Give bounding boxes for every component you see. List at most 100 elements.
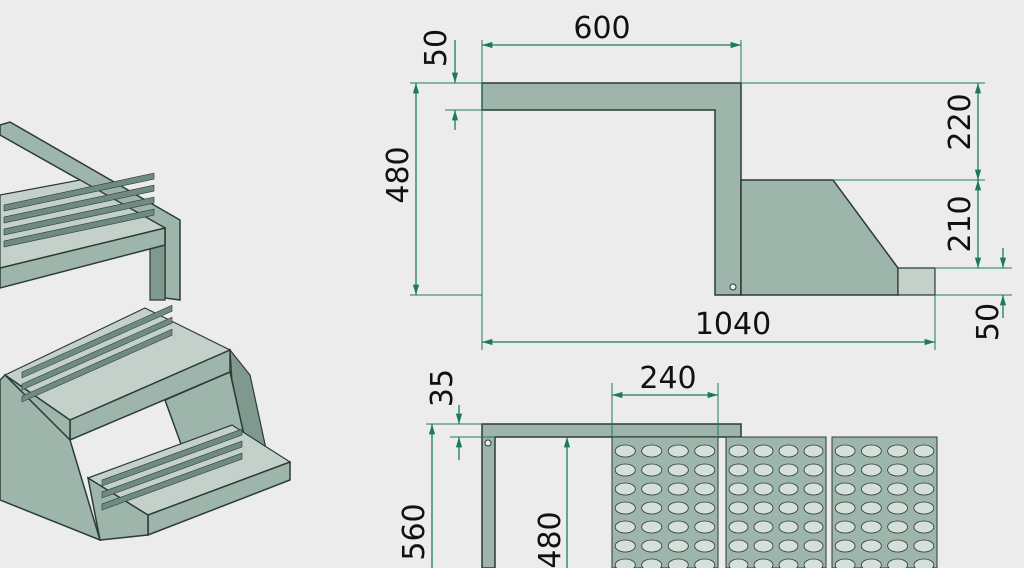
- grating-hole: [803, 501, 824, 515]
- grating-hole: [641, 539, 663, 553]
- dim-outer-width: 560: [397, 503, 432, 560]
- grating-hole: [803, 463, 824, 477]
- grating-hole: [803, 482, 824, 496]
- grating-hole: [753, 501, 774, 515]
- dim-middle-step: 210: [943, 195, 978, 252]
- grating-hole: [861, 501, 882, 515]
- grating-hole: [694, 520, 716, 534]
- grating-hole: [913, 501, 935, 515]
- grating-hole: [614, 463, 636, 477]
- grating-hole: [778, 444, 799, 458]
- dim-total-height: 480: [381, 146, 416, 203]
- grating-hole: [803, 520, 824, 534]
- dim-frame-offset: 35: [425, 369, 460, 407]
- grating-hole: [728, 463, 749, 477]
- grating-hole: [614, 444, 636, 458]
- middle-step-profile: [740, 179, 899, 296]
- grating-hole: [913, 482, 935, 496]
- grating-hole: [778, 482, 799, 496]
- grating-hole: [778, 520, 799, 534]
- grating-hole: [913, 520, 935, 534]
- grating-hole: [614, 539, 636, 553]
- grating-hole: [778, 539, 799, 553]
- dim-upper-step: 220: [943, 93, 978, 150]
- grating-hole: [834, 482, 856, 496]
- grating-hole: [641, 463, 663, 477]
- grating-hole: [834, 558, 856, 568]
- grating-hole: [778, 463, 799, 477]
- isometric-stair-view: [0, 121, 292, 542]
- grating-hole: [834, 501, 856, 515]
- grating-hole: [667, 501, 689, 515]
- grating-hole: [667, 463, 689, 477]
- grating-hole: [641, 444, 663, 458]
- grating-hole: [887, 558, 908, 568]
- grating-hole: [641, 501, 663, 515]
- grating-hole: [861, 539, 882, 553]
- grating-hole: [614, 558, 636, 568]
- top-platform-profile: [481, 82, 742, 296]
- grating-hole: [834, 444, 856, 458]
- grating-hole: [753, 463, 774, 477]
- grating-hole: [803, 558, 824, 568]
- grating-hole: [753, 558, 774, 568]
- grating-hole: [887, 501, 909, 515]
- grating-hole: [887, 520, 909, 534]
- grating-hole: [861, 520, 882, 534]
- grating-hole: [667, 520, 689, 534]
- grating-hole: [861, 463, 882, 477]
- grating-hole: [834, 539, 856, 553]
- grating-hole: [614, 501, 636, 515]
- dim-inner-width: 480: [533, 511, 568, 568]
- grating-hole: [778, 501, 799, 515]
- grating-hole: [753, 482, 774, 496]
- dim-total-length: 1040: [695, 307, 771, 342]
- top-step-front: [0, 227, 166, 289]
- grating-hole: [694, 501, 716, 515]
- grating-hole: [887, 482, 909, 496]
- grating-hole: [913, 463, 935, 477]
- top-view: 240 35 560 480: [397, 361, 938, 568]
- grating-hole: [861, 558, 882, 568]
- grating-hole: [614, 520, 636, 534]
- grating-hole: [667, 558, 689, 568]
- grating-hole: [887, 539, 909, 553]
- grating-hole: [834, 520, 856, 534]
- frame-hole-icon: [484, 439, 492, 447]
- grating-hole: [913, 539, 935, 553]
- grating-hole: [667, 482, 689, 496]
- grating-hole: [778, 558, 799, 568]
- grating-hole: [861, 444, 882, 458]
- grating-hole: [913, 444, 935, 458]
- dim-tread-depth: 240: [639, 361, 696, 396]
- grating-hole: [728, 539, 749, 553]
- dim-bottom-step: 50: [971, 303, 1006, 341]
- grating-hole: [753, 444, 774, 458]
- grating-hole: [753, 520, 774, 534]
- bottom-step-profile: [897, 267, 936, 296]
- grating-hole: [694, 444, 716, 458]
- mount-hole-icon: [729, 283, 737, 291]
- grating-hole: [614, 482, 636, 496]
- grating-hole: [728, 501, 749, 515]
- grating-hole: [728, 482, 749, 496]
- grating-panels: [611, 436, 938, 568]
- grating-hole: [641, 482, 663, 496]
- grating-hole: [803, 444, 824, 458]
- dim-top-width: 600: [573, 11, 630, 46]
- grating-hole: [667, 539, 689, 553]
- grating-hole: [641, 558, 663, 568]
- grating-hole: [913, 558, 935, 568]
- grating-hole: [887, 463, 909, 477]
- grating-hole: [803, 539, 824, 553]
- grating-hole: [753, 539, 774, 553]
- grating-hole: [861, 482, 882, 496]
- grating-hole: [641, 520, 663, 534]
- grating-hole: [834, 463, 856, 477]
- grating-hole: [728, 558, 749, 568]
- grating-hole: [728, 444, 749, 458]
- side-stringer: [0, 373, 102, 542]
- grating-hole: [694, 463, 716, 477]
- grating-hole: [694, 482, 716, 496]
